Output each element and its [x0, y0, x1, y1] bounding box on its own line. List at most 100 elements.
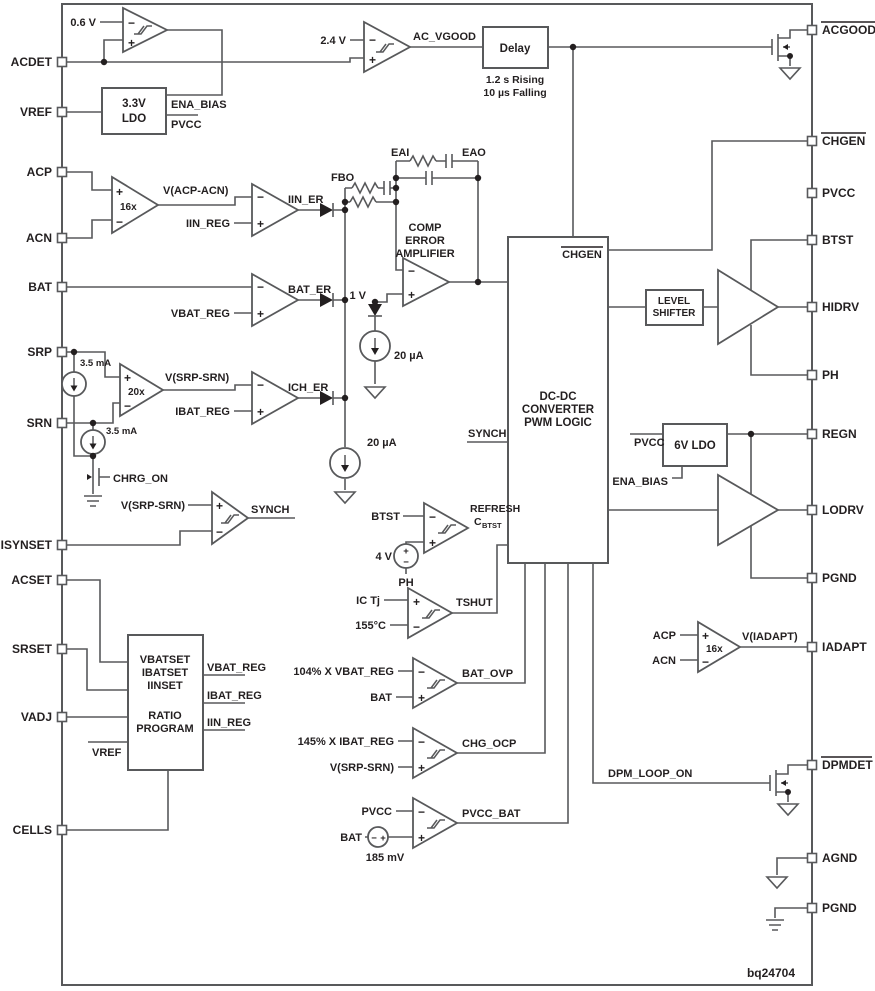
minus-sign: −: [216, 525, 223, 539]
label-error: ERROR: [405, 235, 445, 247]
label-vbat-reg-input: VBAT_REG: [171, 308, 230, 320]
block-level-shifter: LEVEL SHIFTER: [645, 289, 704, 326]
label-bat-ovp-input: BAT: [370, 692, 392, 704]
label-ac-vgood: AC_VGOOD: [413, 31, 476, 43]
ratio-line4: RATIO: [148, 710, 182, 722]
pin-label: BAT: [28, 280, 52, 294]
pin-label: CHGEN: [822, 134, 865, 148]
label-ena-bias: ENA_BIAS: [171, 99, 227, 111]
ground-triangle: [779, 67, 801, 80]
dcdc-line1: DC-DC: [539, 391, 576, 403]
plus-sign: +: [702, 629, 709, 643]
label-synch-out: SYNCH: [251, 504, 290, 516]
pin-label: REGN: [822, 427, 857, 441]
minus-sign: −: [702, 655, 709, 669]
pins-right: ACGOOD CHGEN PVCC BTST HIDRV PH REGN LOD…: [806, 21, 875, 915]
wires-drivers-right: [608, 239, 808, 918]
dcdc-line2: CONVERTER: [522, 404, 595, 416]
ground-triangle: [334, 491, 356, 504]
pin-label: CELLS: [13, 823, 52, 837]
plus-sign: +: [403, 546, 409, 557]
pin-label: ACGOOD: [822, 23, 875, 37]
ratio-out-iin-reg: IIN_REG: [207, 717, 251, 729]
comparator-bat-er: − +: [251, 272, 300, 328]
pin-srn: SRN: [27, 416, 68, 430]
comparator-iin-er: − +: [251, 182, 300, 238]
pin-label: SRP: [27, 345, 52, 359]
block-delay: Delay 1.2 s Rising 10 µs Falling: [482, 26, 549, 99]
label-3.5ma-srp: 3.5 mA: [80, 358, 111, 369]
pin-iadapt: IADAPT: [806, 640, 867, 654]
wires-bat-er: [67, 286, 345, 314]
minus-sign: −: [408, 264, 415, 278]
pin-label: HIDRV: [822, 300, 859, 314]
label-chg-ocp: CHG_OCP: [462, 738, 516, 750]
pin-hidrv: HIDRV: [806, 300, 859, 314]
label-eao: EAO: [462, 147, 486, 159]
amplifier-16x-iadapt: + − 16x: [697, 620, 742, 674]
pin-srset: SRSET: [12, 642, 68, 656]
dcdc-line3: PWM LOGIC: [524, 417, 592, 429]
wires-dcdc-inputs: [365, 441, 770, 838]
pin-acp: ACP: [27, 165, 68, 179]
pin-acdet: ACDET: [11, 55, 68, 69]
comparator-bat-ovp: − +: [412, 656, 459, 710]
pin-label: IADAPT: [822, 640, 867, 654]
pin-pvcc: PVCC: [806, 186, 856, 200]
amplifier-16x-acp-acn: + − 16x: [111, 175, 160, 235]
current-source-20ua-2: [329, 447, 361, 479]
pin-isynset: ISYNSET: [1, 538, 68, 552]
pin-agnd: AGND: [806, 851, 858, 865]
minus-sign: −: [257, 280, 264, 294]
label-acp-iadapt: ACP: [653, 630, 676, 642]
gain-16x-label: 16x: [120, 202, 137, 213]
minus-sign: −: [116, 215, 123, 229]
pin-label: ACP: [27, 165, 52, 179]
pin-lodrv: LODRV: [806, 503, 864, 517]
label-refresh: REFRESH: [470, 503, 520, 515]
mosfet-chrg-on: [87, 464, 100, 490]
minus-sign: −: [418, 735, 425, 749]
pin-chgen: CHGEN: [806, 132, 866, 148]
ground-bars: [765, 919, 785, 931]
plus-sign: +: [418, 691, 425, 705]
pin-label: ISYNSET: [1, 538, 53, 552]
pin-regn: REGN: [806, 427, 857, 441]
ground-triangle: [777, 803, 799, 816]
label-pvcc-comp-input: PVCC: [361, 806, 392, 818]
label-ic-tj: IC Tj: [356, 595, 380, 607]
current-source-20ua-1: [359, 330, 391, 362]
pin-label: SRN: [27, 416, 52, 430]
gain-20x-label: 20x: [128, 387, 145, 398]
label-20ua-1: 20 µA: [394, 350, 424, 362]
block-ratio-program: VBATSET IBATSET IINSET RATIO PROGRAM VBA…: [92, 634, 266, 771]
label-20ua-2: 20 µA: [367, 437, 397, 449]
pin-label: DPMDET: [822, 758, 873, 772]
plus-sign: +: [257, 307, 264, 321]
ratio-line3: IINSET: [147, 680, 183, 692]
minus-sign: −: [418, 805, 425, 819]
low-side-gate-driver: [717, 473, 780, 547]
capacitor-fbo: [383, 180, 391, 196]
pin-label: LODRV: [822, 503, 864, 517]
diode-1v-clamp: [367, 303, 383, 317]
ldo33-line2: LDO: [122, 113, 146, 125]
pin-srp: SRP: [27, 345, 68, 359]
current-source-3.5ma-srp: [61, 371, 87, 397]
minus-sign: −: [413, 620, 420, 634]
comparator-ac-vgood-2v4: − +: [363, 20, 412, 74]
plus-sign: +: [418, 761, 425, 775]
plus-sign: +: [429, 536, 436, 550]
pin-label: ACSET: [11, 573, 52, 587]
label-eai: EAI: [391, 147, 409, 159]
minus-sign: −: [369, 33, 376, 47]
label-pvcc-ldo6: PVCC: [634, 437, 665, 449]
capacitor-feedback: [425, 170, 433, 186]
pin-label: ACDET: [11, 55, 53, 69]
label-pvcc-bat: PVCC_BAT: [462, 808, 521, 820]
ground-triangle: [766, 876, 788, 889]
pin-dpmdet: DPMDET: [806, 756, 873, 772]
plus-sign: +: [124, 371, 131, 385]
label-v-srp-srn-ocp: V(SRP-SRN): [330, 762, 395, 774]
wires-top-mid: [410, 46, 808, 251]
